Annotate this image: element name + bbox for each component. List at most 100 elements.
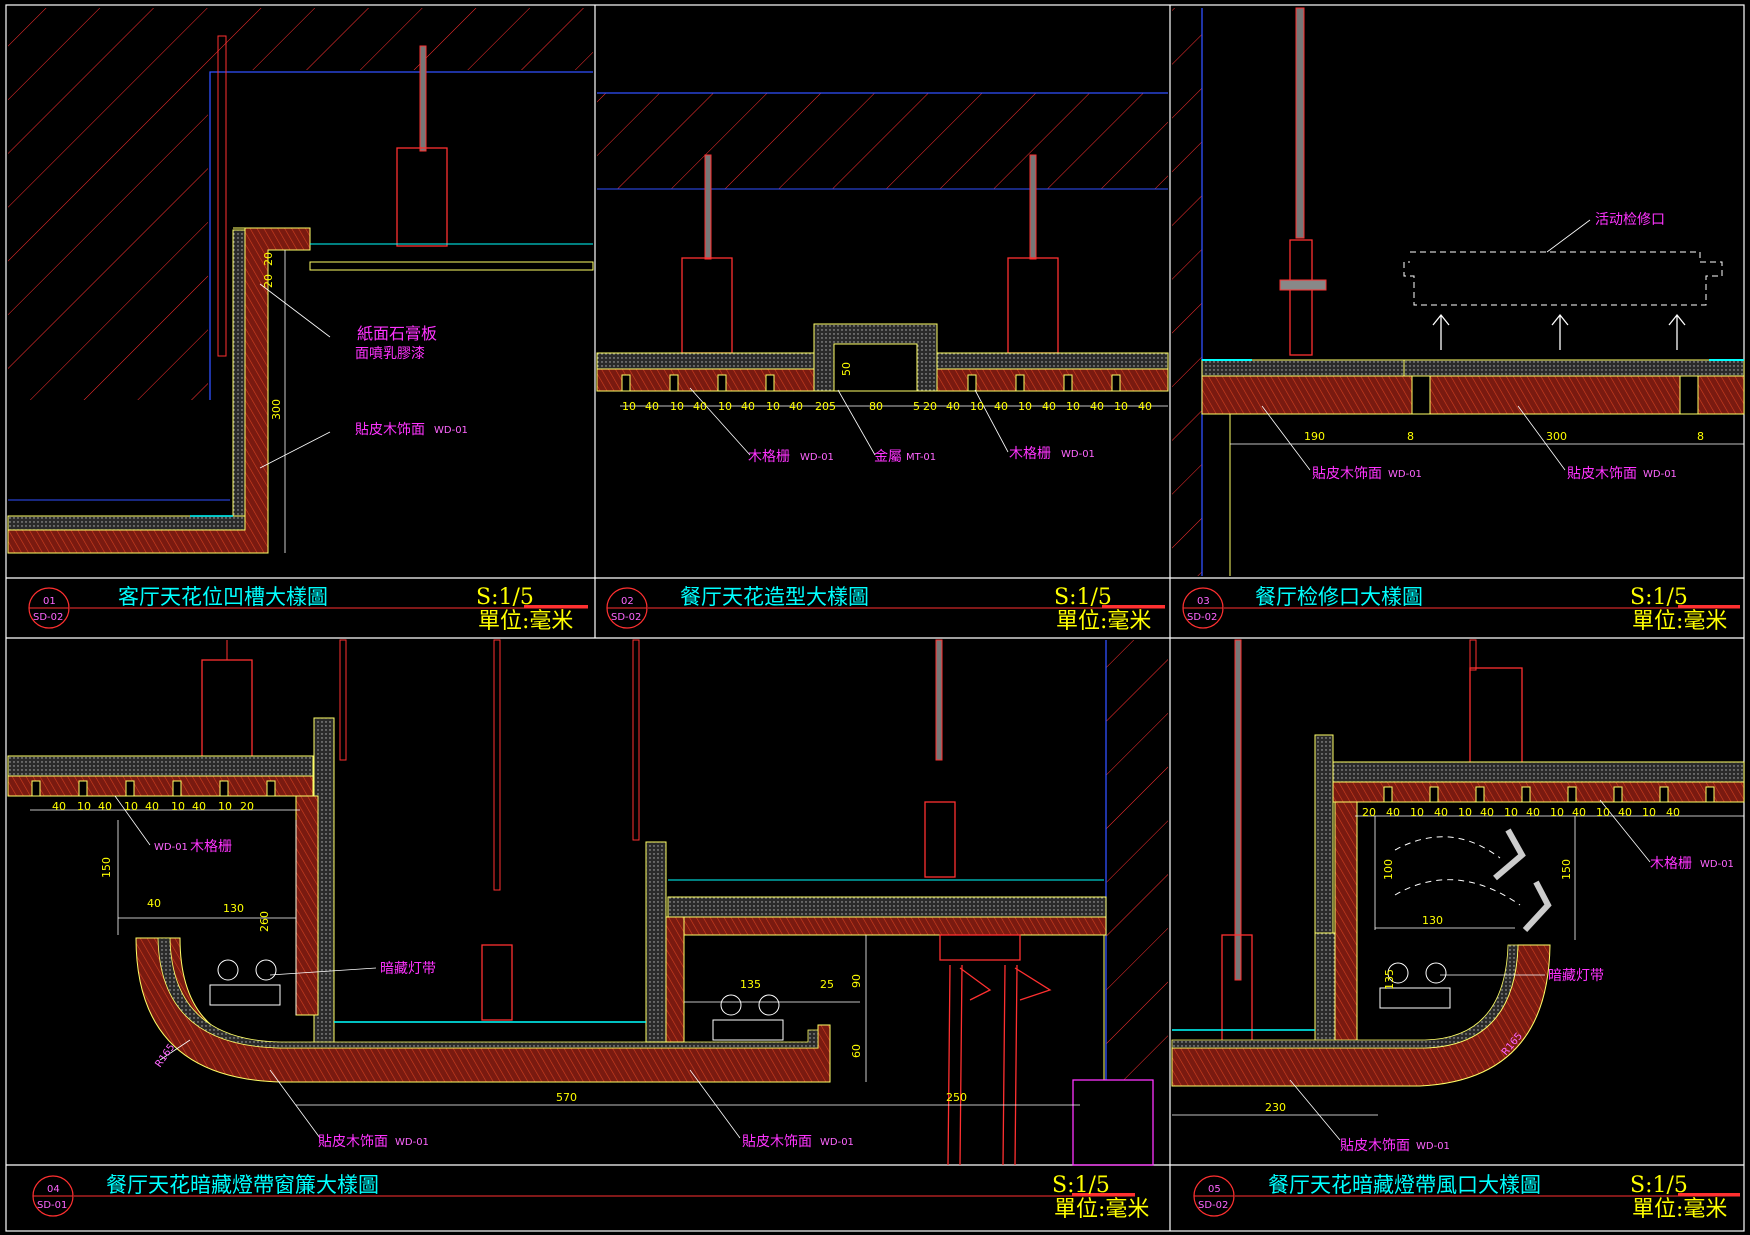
p2-title: 餐厅天花造型大樣圖 [680, 585, 869, 609]
p5-dim-t0: 20 [1362, 806, 1376, 819]
p5-dim-t4: 10 [1458, 806, 1472, 819]
p4-title: 餐厅天花暗藏燈帶窗簾大樣圖 [106, 1173, 379, 1197]
panel-3-titlebar: 03 SD-02 餐厅检修口大樣圖 S:1/5 單位:毫米 [1182, 585, 1740, 634]
p2-dim-r0: 5 [913, 400, 920, 413]
p4-dim-t6: 40 [192, 800, 206, 813]
p4-scale: S:1/5 [1052, 1173, 1110, 1198]
panel-1-drawing [7, 8, 594, 554]
p3-dim-8b: 8 [1697, 430, 1704, 443]
p1-bubble-num: 01 [43, 596, 56, 607]
p5-dim-t12: 10 [1642, 806, 1656, 819]
p5-dims-top: 20 40 10 40 10 40 10 40 10 40 10 40 10 4… [1362, 806, 1680, 819]
p2-note-wd01-2: WD-01 [1061, 449, 1095, 460]
p5-bubble-num: 05 [1208, 1184, 1221, 1195]
p2-dim-l4: 10 [718, 400, 732, 413]
p2-scale: S:1/5 [1054, 585, 1112, 610]
p1-note-gypsum: 紙面石膏板 [357, 324, 437, 343]
p3-note-wood-1: 貼皮木饰面 [1312, 466, 1382, 482]
p2-note-wd01-1: WD-01 [800, 452, 834, 463]
p2-dim-r2: 40 [946, 400, 960, 413]
p4-dim-t5: 10 [171, 800, 185, 813]
p4-dim-t7: 10 [218, 800, 232, 813]
p4-dim-570: 570 [556, 1091, 577, 1104]
p5-dim-150: 150 [1560, 859, 1573, 880]
p4-dim-t4: 40 [145, 800, 159, 813]
p4-note-wd01-1: WD-01 [395, 1137, 429, 1148]
p5-dim-t11: 40 [1618, 806, 1632, 819]
p4-dim-t2: 40 [98, 800, 112, 813]
p5-dim-135: 135 [1383, 969, 1396, 990]
p5-dim-t9: 40 [1572, 806, 1586, 819]
p3-dim-190: 190 [1304, 430, 1325, 443]
p2-dim-l5: 40 [741, 400, 755, 413]
p4-dim-135: 135 [740, 978, 761, 991]
p4-dim-25: 25 [820, 978, 834, 991]
p5-dim-t3: 40 [1434, 806, 1448, 819]
p5-dim-t7: 40 [1526, 806, 1540, 819]
p5-note-wd01: WD-01 [1416, 1141, 1450, 1152]
p5-note-grille: 木格栅 [1650, 856, 1692, 872]
p1-note-latex: 面噴乳膠漆 [355, 346, 425, 362]
p2-dim-80: 80 [869, 400, 883, 413]
p2-dim-l7: 40 [789, 400, 803, 413]
p5-note-wood: 貼皮木饰面 [1340, 1138, 1410, 1154]
p3-note-wood-2: 貼皮木饰面 [1567, 466, 1637, 482]
panel-1-titlebar: 01 SD-02 客厅天花位凹槽大樣圖 S:1/5 單位:毫米 [28, 585, 588, 634]
p2-dim-r3: 10 [970, 400, 984, 413]
p2-dim-l6: 10 [766, 400, 780, 413]
p2-dim-r7: 10 [1066, 400, 1080, 413]
p2-dim-l9: 5 [829, 400, 836, 413]
panel-2-titlebar: 02 SD-02 餐厅天花造型大樣圖 S:1/5 單位:毫米 [606, 585, 1165, 634]
p3-scale: S:1/5 [1630, 585, 1688, 610]
p2-dim-l0: 10 [622, 400, 636, 413]
p5-dim-t10: 10 [1596, 806, 1610, 819]
p5-title: 餐厅天花暗藏燈帶風口大樣圖 [1268, 1173, 1541, 1197]
p4-note-led: 暗藏灯带 [380, 961, 436, 977]
p4-dim-40: 40 [147, 897, 161, 910]
p2-note-grille-1: 木格栅 [748, 449, 790, 465]
p2-dim-r9: 10 [1114, 400, 1128, 413]
p1-title: 客厅天花位凹槽大樣圖 [118, 585, 328, 609]
p3-bubble-num: 03 [1197, 596, 1210, 607]
p5-note-wd01-grille: WD-01 [1700, 859, 1734, 870]
p3-note-access-panel: 活动检修口 [1595, 212, 1665, 228]
p4-dim-t3: 10 [124, 800, 138, 813]
p3-note-wd01-2: WD-01 [1643, 469, 1677, 480]
p5-dim-t8: 10 [1550, 806, 1564, 819]
p1-dim-20a: 20 [262, 252, 275, 266]
panel-2-annotations: 10 40 10 40 10 40 10 40 20 5 80 50 5 20 … [622, 362, 1152, 465]
p5-dim-230: 230 [1265, 1101, 1286, 1114]
panel-3-annotations: 活动检修口 190 8 300 8 貼皮木饰面 WD-01 貼皮木饰面 WD-0… [1304, 212, 1704, 482]
p4-unit: 單位:毫米 [1054, 1197, 1149, 1222]
p3-dim-300: 300 [1546, 430, 1567, 443]
p4-dim-260: 260 [258, 911, 271, 932]
panel-5-drawing [1171, 639, 1745, 1141]
panel-4-titlebar: 04 SD-01 餐厅天花暗藏燈帶窗簾大樣圖 S:1/5 單位:毫米 [32, 1173, 1149, 1222]
p5-dim-t6: 10 [1504, 806, 1518, 819]
p4-bubble-num: 04 [47, 1184, 60, 1195]
p5-dim-130: 130 [1422, 914, 1443, 927]
p5-dim-t1: 40 [1386, 806, 1400, 819]
p4-note-wood-2: 貼皮木饰面 [742, 1134, 812, 1150]
p5-dim-100: 100 [1382, 859, 1395, 880]
p4-dim-250: 250 [946, 1091, 967, 1104]
p1-dim-20b: 20 [262, 274, 275, 288]
p5-scale: S:1/5 [1630, 1173, 1688, 1198]
panel-4-annotations: 40 10 40 10 40 10 40 10 20 WD-01 木格栅 150… [52, 800, 967, 1150]
p4-dim-60: 60 [850, 1044, 863, 1058]
p4-note-grille: 木格栅 [190, 839, 232, 855]
p4-dim-150: 150 [100, 857, 113, 878]
p1-scale: S:1/5 [476, 585, 534, 610]
p1-note-wd01: WD-01 [434, 425, 468, 436]
p2-unit: 單位:毫米 [1056, 609, 1151, 634]
p3-unit: 單位:毫米 [1632, 609, 1727, 634]
p4-note-wd01-grille: WD-01 [154, 842, 188, 853]
p3-bubble-ref: SD-02 [1187, 612, 1217, 623]
p3-title: 餐厅检修口大樣圖 [1255, 585, 1423, 609]
sheet-frame [5, 4, 1745, 1232]
p2-dim-r4: 40 [994, 400, 1008, 413]
p2-dim-50: 50 [840, 362, 853, 376]
p5-dim-t13: 40 [1666, 806, 1680, 819]
p2-dims-right: 5 20 40 10 40 10 40 10 40 10 40 [913, 400, 1152, 413]
